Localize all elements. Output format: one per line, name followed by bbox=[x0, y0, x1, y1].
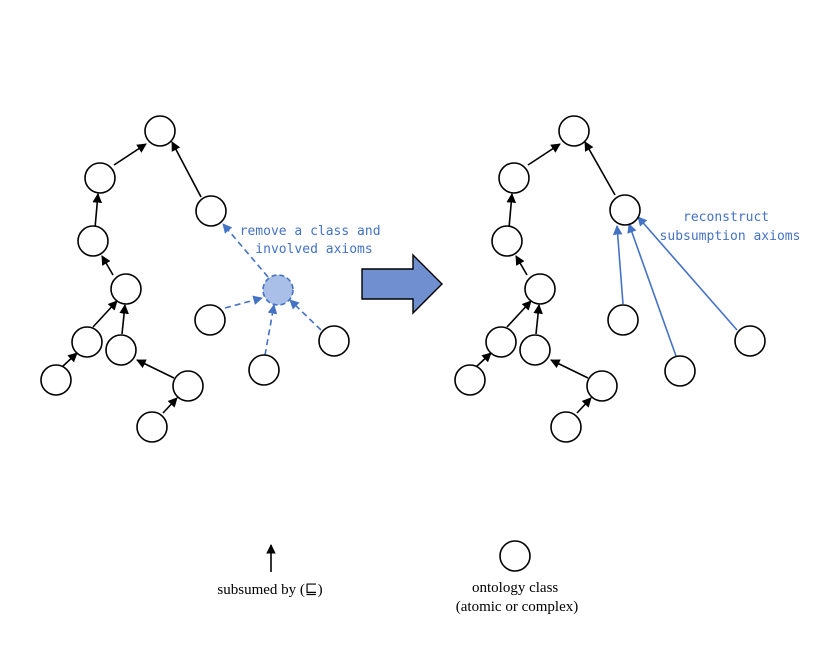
left-node-f bbox=[40, 364, 72, 396]
right-node-root bbox=[558, 115, 590, 147]
right-annotation-line-1: reconstruct bbox=[683, 210, 769, 225]
left-node-c bbox=[110, 273, 142, 305]
right-blue-edge-k-i bbox=[627, 223, 677, 357]
right-node-h bbox=[550, 411, 582, 443]
left-annotation-line-1: remove a class and bbox=[240, 224, 381, 239]
block-arrow-right-icon bbox=[361, 253, 443, 315]
left-node-b bbox=[77, 225, 109, 257]
left-dashed-edge-removed-i bbox=[222, 223, 269, 278]
left-dashed-edge-j-removed bbox=[224, 295, 263, 309]
left-edge-f-d bbox=[61, 352, 78, 368]
legend-node-icon bbox=[499, 540, 531, 572]
right-annotation-line-2: subsumption axioms bbox=[660, 229, 801, 244]
right-edge-i-root bbox=[584, 141, 616, 196]
right-node-e bbox=[519, 334, 551, 366]
legend-node-label-line-1: ontology class bbox=[472, 580, 558, 596]
right-node-j bbox=[607, 304, 639, 336]
right-node-f bbox=[454, 364, 486, 396]
right-blue-edge-l-i bbox=[637, 216, 738, 331]
right-node-a bbox=[498, 162, 530, 194]
right-edge-d-c bbox=[506, 300, 532, 328]
left-edge-e-c bbox=[119, 304, 129, 335]
right-edge-e-c bbox=[533, 304, 543, 335]
legend-arrow-label: subsumed by (⊑) bbox=[217, 582, 322, 598]
right-annotation: reconstruct subsumption axioms bbox=[660, 210, 801, 244]
right-node-b bbox=[491, 225, 523, 257]
right-node-k bbox=[664, 355, 696, 387]
right-edge-h-g bbox=[576, 397, 592, 414]
right-node-l bbox=[734, 325, 766, 357]
legend: subsumed by (⊑) ontology class (atomic o… bbox=[217, 540, 578, 615]
left-node-g bbox=[172, 370, 204, 402]
right-node-i bbox=[609, 194, 641, 226]
left-edge-h-g bbox=[162, 397, 178, 414]
left-node-e bbox=[105, 334, 137, 366]
left-node-d bbox=[71, 326, 103, 358]
left-node-j bbox=[194, 304, 226, 336]
right-edge-f-d bbox=[475, 352, 492, 368]
right-edge-a-root bbox=[527, 143, 561, 166]
right-node-d bbox=[485, 326, 517, 358]
left-node-k bbox=[248, 354, 280, 386]
left-edge-b-a bbox=[92, 193, 103, 229]
legend-node-label: ontology class (atomic or complex) bbox=[456, 580, 578, 615]
left-node-h bbox=[136, 411, 168, 443]
right-blue-edge-j-i bbox=[612, 225, 624, 305]
right-edge-g-e bbox=[550, 359, 589, 379]
left-node-l bbox=[318, 325, 350, 357]
left-node-root bbox=[144, 115, 176, 147]
left-edge-d-c bbox=[92, 300, 118, 328]
right-node-g bbox=[586, 370, 618, 402]
legend-node-label-line-2: (atomic or complex) bbox=[456, 599, 578, 615]
right-edge-c-b bbox=[515, 255, 528, 276]
right-graph: reconstruct subsumption axioms bbox=[454, 115, 801, 443]
right-node-c bbox=[524, 273, 556, 305]
left-node-removed bbox=[262, 274, 294, 306]
left-edge-i-root bbox=[171, 141, 202, 198]
left-node-i bbox=[195, 195, 227, 227]
left-edge-c-b bbox=[101, 255, 114, 276]
left-annotation: remove a class and involved axioms bbox=[240, 224, 389, 257]
left-graph: remove a class and involved axioms bbox=[40, 115, 389, 443]
right-edge-b-a bbox=[506, 193, 517, 229]
left-dashed-edge-k-removed bbox=[264, 304, 278, 356]
left-annotation-line-2: involved axioms bbox=[255, 242, 372, 257]
left-edge-a-root bbox=[113, 143, 147, 166]
left-dashed-edge-l-removed bbox=[289, 299, 322, 331]
left-edge-g-e bbox=[136, 359, 175, 379]
left-node-a bbox=[84, 162, 116, 194]
